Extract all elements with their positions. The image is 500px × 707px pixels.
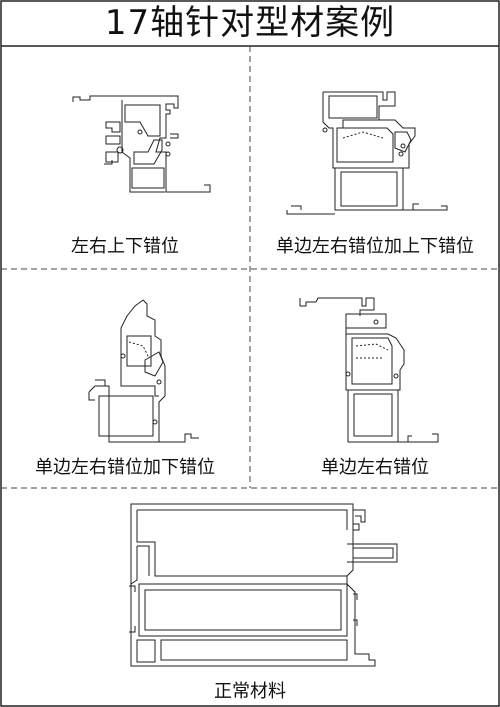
profile-drawing-normal	[125, 500, 405, 670]
caption-left-right-up-down: 左右上下错位	[71, 236, 179, 257]
caption-normal-material: 正常材料	[214, 681, 286, 702]
caption-single-side-plus-up-down: 单边左右错位加上下错位	[276, 236, 474, 257]
profile-drawing-single-side-plus-up-down	[283, 88, 453, 218]
caption-single-side: 单边左右错位	[321, 457, 429, 478]
page-title: 17轴针对型材案例	[104, 3, 396, 43]
profile-drawing-single-side	[296, 294, 446, 444]
caption-single-side-plus-down: 单边左右错位加下错位	[35, 457, 215, 478]
profile-drawing-left-right-up-down	[70, 92, 220, 197]
profile-drawing-single-side-plus-down	[85, 296, 215, 446]
